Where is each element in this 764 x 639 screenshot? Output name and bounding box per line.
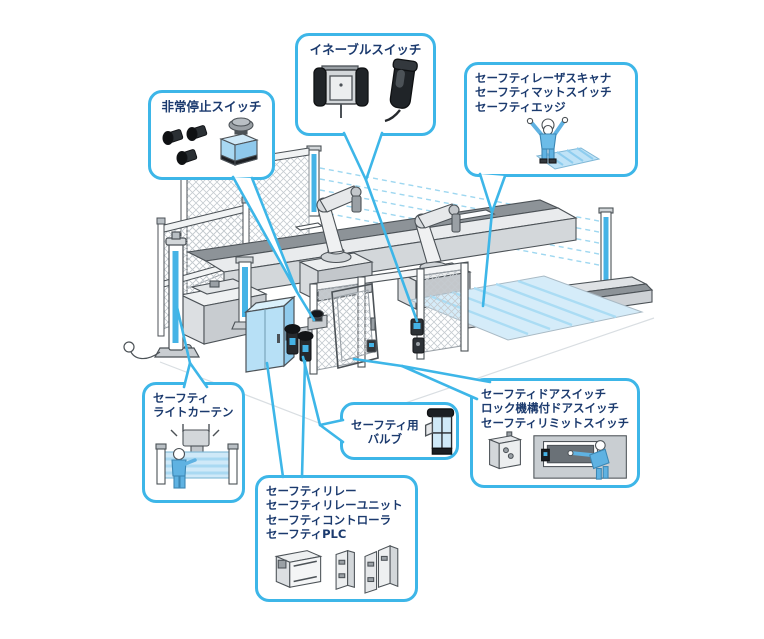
callout-emergency-stop-switch[interactable]: 非常停止スイッチ [148,90,275,180]
callout-label: セーフティリレーユニット [266,498,403,513]
worker-on-safety-mat-icon [475,114,627,172]
relay-plc-units-icon [266,541,407,595]
safety-valve-icon [423,408,459,456]
callout-label: イネーブルスイッチ [309,42,422,57]
callout-label: セーフティコントローラ [266,512,392,527]
callout-relays-controllers-plc[interactable]: セーフティリレー セーフティリレーユニット セーフティコントローラ セーフティP… [255,475,418,602]
emergency-stop-switch-icon [159,115,264,173]
callout-label: セーフティ用 [351,417,419,432]
callout-label: セーフティレーザスキャナ [475,71,612,85]
callout-label: セーフティ [153,391,210,405]
callout-light-curtain[interactable]: セーフティ ライトカーテン [142,382,245,503]
light-curtain-scene-icon [153,420,239,496]
door-switch-device [410,318,425,354]
callout-label: セーフティドアスイッチ [481,387,607,401]
callout-label: バルブ [367,432,403,446]
callout-enable-switch[interactable]: イネーブルスイッチ [295,33,436,136]
callout-door-switches[interactable]: セーフティドアスイッチ ロック機構付ドアスイッチ セーフティリミットスイッチ [470,378,640,488]
callout-label: ライトカーテン [153,405,234,420]
callout-label: ロック機構付ドアスイッチ [481,401,619,416]
callout-label: セーフティPLC [266,526,347,541]
door-enclosure [309,261,469,375]
enable-switch-icon [306,57,425,124]
callout-laser-scanner-mat-edge[interactable]: セーフティレーザスキャナ セーフティマットスイッチ セーフティエッジ [464,62,638,177]
safety-valve-units [284,324,314,362]
door-switch-scene-icon [481,430,629,482]
open-mesh-door [331,283,379,370]
callout-label: セーフティリレー [266,484,357,498]
callout-safety-valve[interactable]: セーフティ用 バルブ [340,402,459,460]
callout-label: セーフティマットスイッチ [475,85,612,100]
callout-label: 非常停止スイッチ [161,99,262,114]
callout-label: セーフティエッジ [475,99,566,114]
callout-label: セーフティリミットスイッチ [481,415,630,430]
